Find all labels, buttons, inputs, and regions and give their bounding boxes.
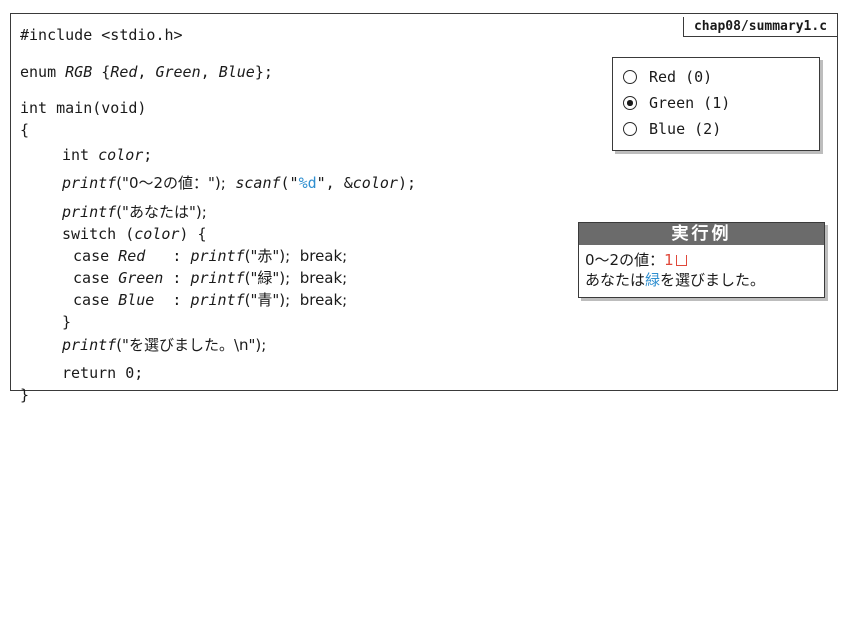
code-token: Green xyxy=(118,269,164,287)
code-token: ("赤"); break; xyxy=(244,247,348,265)
run-example-panel: 実行例 0～2の値：1 あなたは緑を選びました。 xyxy=(578,222,825,298)
run-output-text: あなたは xyxy=(585,271,646,289)
code-token: : xyxy=(163,269,191,287)
run-user-input: 1 xyxy=(664,251,674,269)
code-token: Red xyxy=(118,247,146,265)
code-token: %d xyxy=(298,174,317,192)
code-token: int xyxy=(62,146,99,164)
code-line-input: printf("0～2の値："); scanf("%d", &color); xyxy=(62,172,416,194)
code-token: ", & xyxy=(316,174,353,192)
code-token: printf xyxy=(62,203,117,221)
code-line-decl: int color; xyxy=(62,144,152,166)
code-token: printf xyxy=(62,336,117,354)
code-token: Red xyxy=(110,63,138,81)
code-line-main: int main(void) xyxy=(20,99,147,117)
code-block: #include <stdio.h> enum RGB {Red, Green,… xyxy=(20,24,416,640)
code-token: color xyxy=(98,146,144,164)
code-token: Green xyxy=(155,63,201,81)
run-example-title: 実行例 xyxy=(579,223,824,245)
code-token: { xyxy=(92,63,111,81)
radio-option-green[interactable]: Green (1) xyxy=(623,92,730,114)
code-token: printf xyxy=(190,269,245,287)
code-line-case-green: case Green : printf("緑"); break; xyxy=(64,267,347,289)
code-token: (" xyxy=(280,174,299,192)
code-token: ) { xyxy=(179,225,207,243)
code-line-printf-chose: printf("を選びました。\n"); xyxy=(62,334,266,356)
code-line-close-brace: } xyxy=(20,386,30,404)
radio-circle-icon xyxy=(623,70,637,84)
code-token: case xyxy=(64,269,119,287)
code-token: ("緑"); break; xyxy=(244,269,348,287)
radio-label: Green (1) xyxy=(649,94,731,112)
code-line-return: return 0; xyxy=(62,364,144,382)
run-output-line-2: あなたは緑を選びました。 xyxy=(585,269,765,290)
run-output-line-1: 0～2の値：1 xyxy=(585,249,687,270)
radio-label: Red (0) xyxy=(649,68,713,86)
code-token: ; xyxy=(143,146,153,164)
code-token: scanf xyxy=(235,174,281,192)
code-token: color xyxy=(352,174,398,192)
code-line-open-brace: { xyxy=(20,121,30,139)
run-output-color: 緑 xyxy=(645,271,661,289)
radio-selected-icon xyxy=(623,96,637,110)
radio-circle-icon xyxy=(623,122,637,136)
code-token: ("を選びました。\n"); xyxy=(116,336,267,354)
code-line-printf-you: printf("あなたは"); xyxy=(62,201,207,223)
code-token: Blue xyxy=(218,63,255,81)
radio-option-blue[interactable]: Blue (2) xyxy=(623,118,721,140)
code-token: switch ( xyxy=(62,225,135,243)
code-line-switch: switch (color) { xyxy=(62,223,207,245)
code-token: : xyxy=(154,291,191,309)
code-token: printf xyxy=(62,174,117,192)
code-line-case-red: case Red : printf("赤"); break; xyxy=(64,245,347,267)
file-name-label: chap08/summary1.c xyxy=(683,17,837,37)
code-token: , xyxy=(137,63,156,81)
code-token: ("0～2の値："); xyxy=(116,174,236,192)
code-token: RGB xyxy=(65,63,93,81)
run-output-text: を選びました。 xyxy=(660,271,766,289)
code-token: case xyxy=(64,291,119,309)
code-line-enum: enum RGB {Red, Green, Blue}; xyxy=(20,61,273,83)
run-prompt: 0～2の値： xyxy=(585,251,665,269)
code-token: , xyxy=(200,63,219,81)
code-token: color xyxy=(134,225,180,243)
code-token: case xyxy=(64,247,119,265)
code-token: : xyxy=(145,247,191,265)
code-line-include: #include <stdio.h> xyxy=(20,26,183,44)
code-token: }; xyxy=(254,63,273,81)
code-line-close-switch: } xyxy=(62,313,72,331)
enter-key-icon xyxy=(675,255,687,266)
code-line-case-blue: case Blue : printf("青"); break; xyxy=(64,289,347,311)
code-token: ("あなたは"); xyxy=(116,203,207,221)
code-token: ); xyxy=(397,174,416,192)
enum-values-panel: Red (0) Green (1) Blue (2) xyxy=(612,57,820,151)
code-token: enum xyxy=(20,63,66,81)
code-token: Blue xyxy=(118,291,155,309)
code-token: ("青"); break; xyxy=(244,291,348,309)
code-token: printf xyxy=(190,247,245,265)
code-token: printf xyxy=(190,291,245,309)
radio-label: Blue (2) xyxy=(649,120,722,138)
radio-option-red[interactable]: Red (0) xyxy=(623,66,712,88)
